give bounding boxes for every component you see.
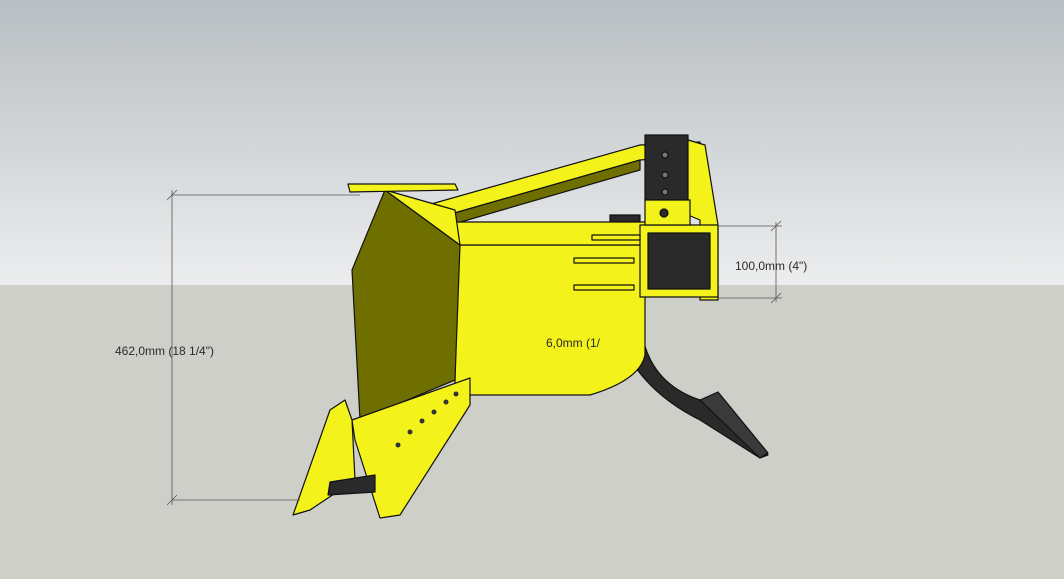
dimension-tube[interactable]	[718, 220, 782, 304]
mast-hole	[661, 151, 669, 159]
top-plate[interactable]	[347, 183, 459, 193]
left-wing-face[interactable]	[384, 189, 461, 246]
pin[interactable]	[573, 284, 635, 291]
dimension-height-label: 462,0mm (18 1/4")	[115, 344, 214, 358]
dimension-tube-label: 100,0mm (4")	[735, 259, 807, 273]
left-wing-plate[interactable]	[351, 189, 461, 421]
pin[interactable]	[573, 257, 635, 264]
mast-hole	[661, 188, 669, 196]
cutting-edge[interactable]	[351, 377, 471, 519]
bracket-hole	[659, 208, 669, 218]
ripper-tip[interactable]	[699, 391, 769, 459]
dimension-height[interactable]	[166, 189, 360, 506]
mast-hole	[661, 171, 669, 179]
end-skid[interactable]	[327, 474, 376, 496]
dimension-thickness-label: 6,0mm (1/	[546, 336, 601, 350]
blade-holes	[395, 391, 459, 448]
moldboard-plate[interactable]	[454, 244, 646, 396]
ripper-blade-assembly[interactable]	[292, 134, 769, 519]
pin[interactable]	[591, 234, 641, 241]
square-tube-inner	[647, 232, 711, 290]
